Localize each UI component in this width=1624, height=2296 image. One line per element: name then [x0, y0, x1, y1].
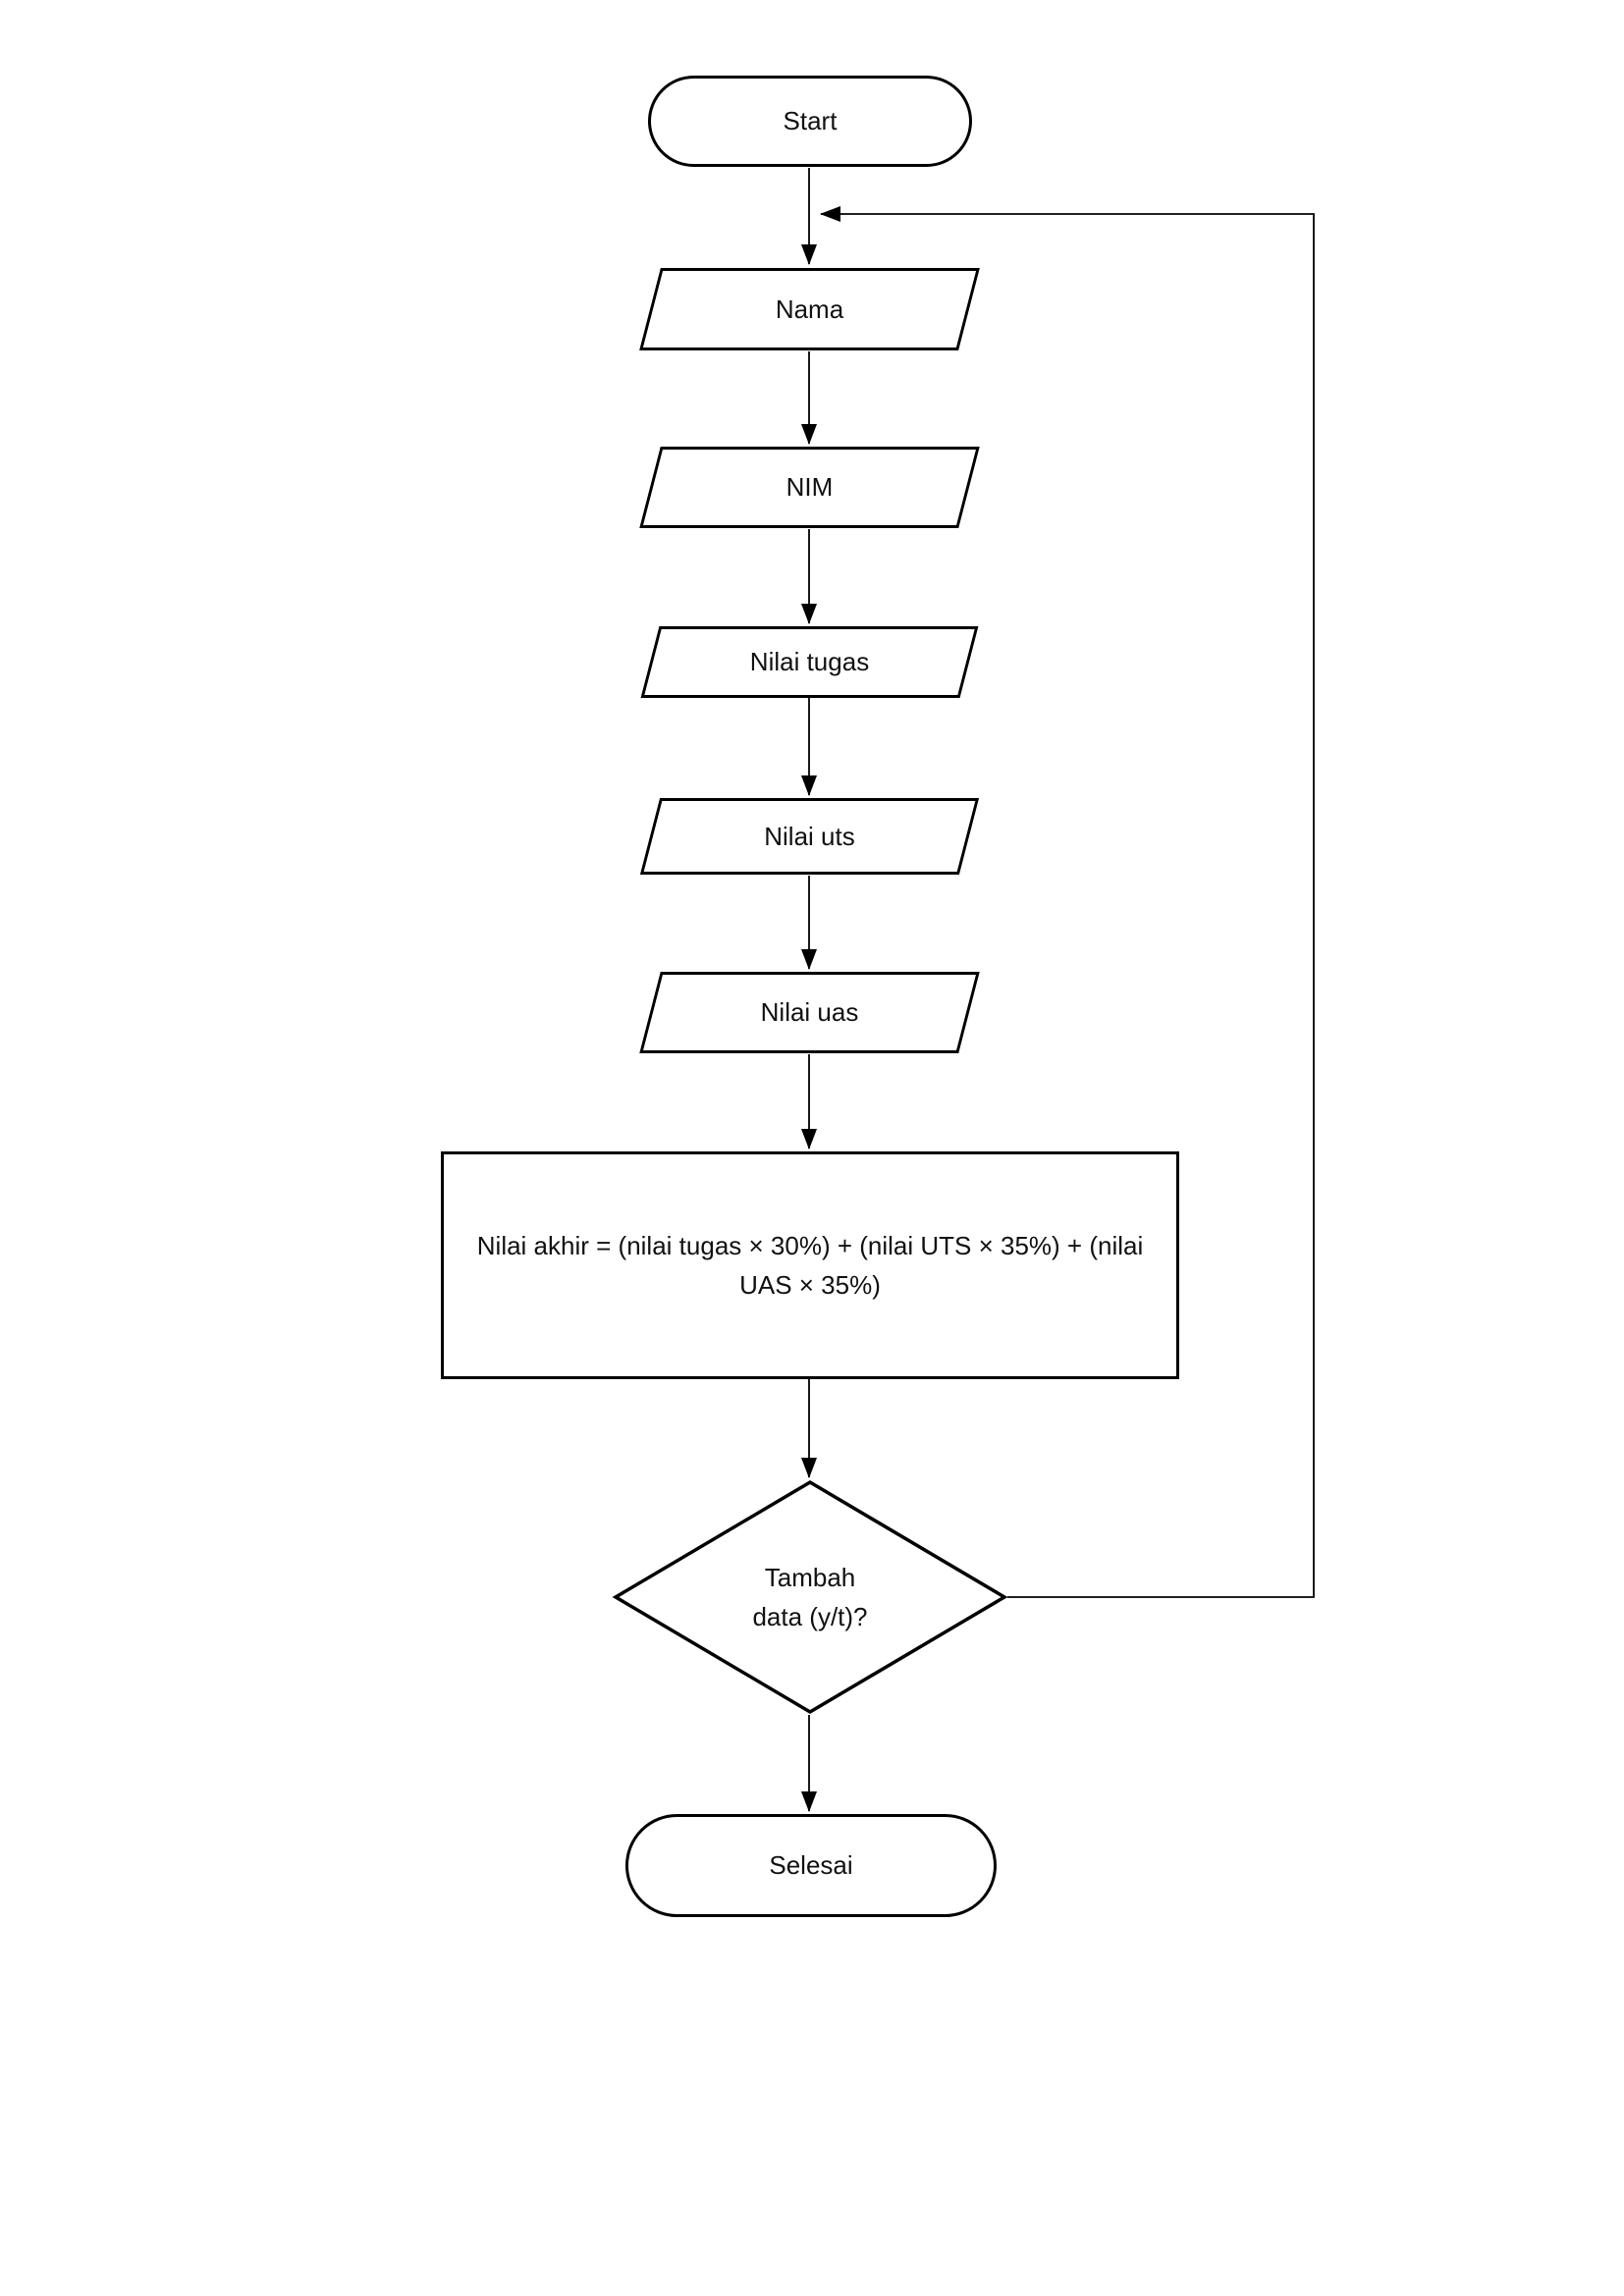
tambah-data-label-line2: data (y/t)?: [752, 1602, 868, 1631]
node-nilai-uts: Nilai uts: [639, 798, 980, 875]
node-nim: NIM: [639, 447, 980, 528]
node-nilai-uas-label: Nilai uas: [760, 997, 859, 1027]
node-tambah-data: Tambah data (y/t)?: [612, 1478, 1008, 1716]
node-nilai-uts-label: Nilai uts: [764, 821, 855, 851]
node-nim-label: NIM: [785, 472, 834, 502]
node-nilai-tugas: Nilai tugas: [640, 626, 979, 698]
nilai-akhir-formula-line2: UAS × 35%): [739, 1270, 881, 1300]
node-nilai-akhir-label: Nilai akhir = (nilai tugas × 30%) + (nil…: [477, 1226, 1143, 1305]
node-tambah-data-label: Tambah data (y/t)?: [612, 1478, 1008, 1716]
nilai-akhir-formula-line1: Nilai akhir = (nilai tugas × 30%) + (nil…: [476, 1231, 1144, 1260]
node-start: Start: [648, 76, 972, 167]
node-start-label: Start: [783, 106, 838, 135]
node-nilai-uas: Nilai uas: [639, 972, 980, 1053]
tambah-data-diamond-shape: [612, 1479, 1008, 1715]
node-selesai-label: Selesai: [769, 1850, 853, 1880]
node-nilai-tugas-label: Nilai tugas: [749, 647, 870, 676]
connector-loopback-tambah: [820, 206, 1315, 1598]
node-nama: Nama: [639, 268, 980, 350]
node-selesai: Selesai: [625, 1814, 997, 1917]
node-nama-label: Nama: [775, 294, 844, 324]
tambah-data-label-line1: Tambah: [764, 1563, 856, 1592]
node-nilai-akhir: Nilai akhir = (nilai tugas × 30%) + (nil…: [441, 1151, 1179, 1379]
